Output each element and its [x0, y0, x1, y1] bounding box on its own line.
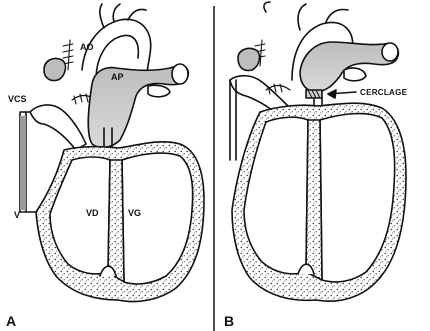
- pa-branch-b: [382, 43, 398, 61]
- left-atrium-a: [44, 58, 65, 80]
- right-atrium-a: [30, 105, 86, 150]
- head-vessel-1: [100, 4, 104, 28]
- head-vessel-b-3: [326, 10, 348, 23]
- label-ao: AO: [80, 42, 94, 52]
- panel-letter-a: A: [6, 313, 16, 329]
- label-vci: V: [14, 210, 20, 220]
- vena-cava-a-fill: [20, 116, 26, 210]
- pa-lower-branch-a: [148, 85, 170, 97]
- septum-b: [306, 120, 322, 280]
- label-ap: AP: [111, 72, 124, 82]
- septum-a: [108, 160, 124, 282]
- panel-letter-b: B: [224, 313, 234, 329]
- left-atrium-b: [238, 48, 259, 70]
- atrial-septum-b: [230, 80, 236, 160]
- label-vd: VD: [86, 208, 99, 218]
- head-vessel-3: [128, 9, 146, 20]
- label-vg: VG: [128, 208, 141, 218]
- pa-branch-a: [172, 64, 188, 84]
- cerclage-arrowhead: [328, 90, 336, 98]
- panel-b: [230, 2, 406, 301]
- pa-lower-branch-b: [344, 68, 366, 81]
- panel-a: [20, 4, 204, 302]
- label-cerclage: CERCLAGE: [360, 88, 408, 97]
- head-vessel-b-2: [298, 4, 306, 30]
- head-vessel-2: [113, 4, 120, 22]
- head-vessel-b-1: [264, 2, 270, 12]
- label-vcs: VCS: [8, 94, 27, 104]
